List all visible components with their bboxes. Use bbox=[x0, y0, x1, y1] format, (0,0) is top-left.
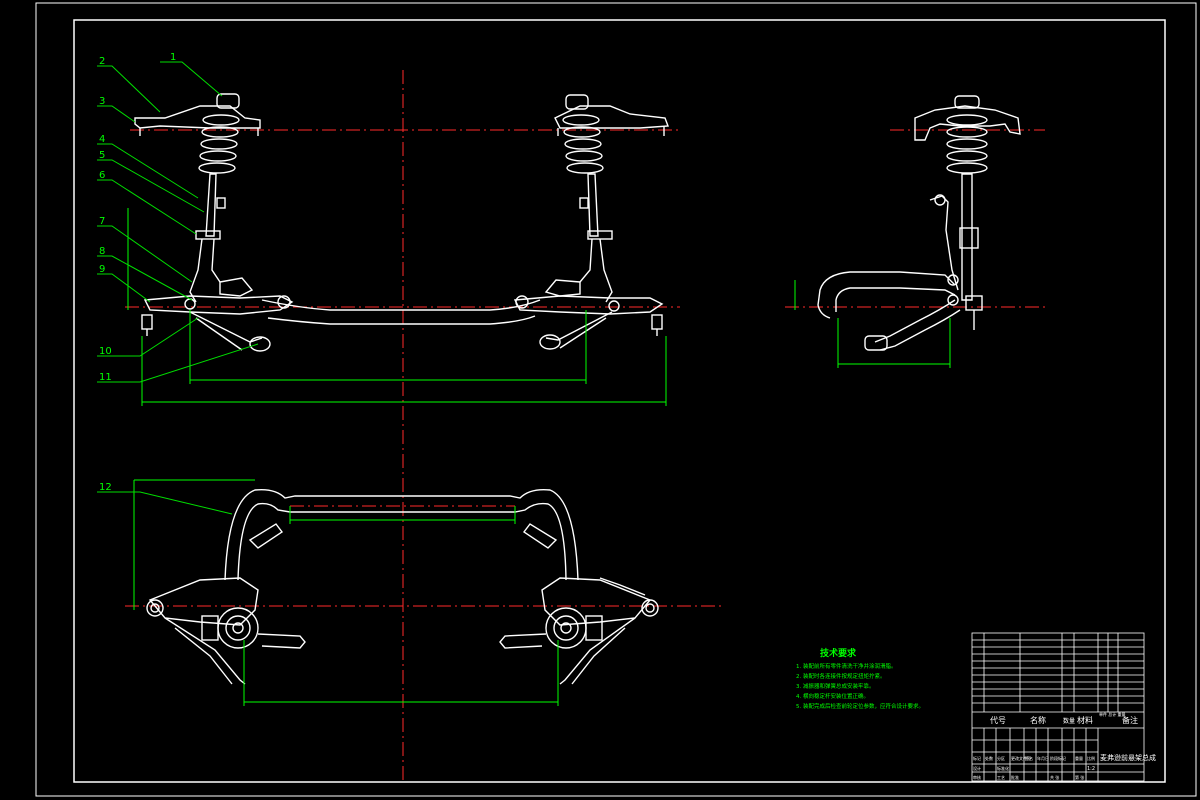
sheet-number: 第 张 bbox=[1075, 774, 1084, 780]
title-block-text: 代号 名称 数量 材料 单件 总计 重量 备注 麦弗逊前悬架总成 标记 处数 分… bbox=[973, 711, 1156, 780]
approval-count: 处数 bbox=[985, 755, 993, 761]
leader-lines bbox=[97, 61, 259, 515]
balloon-12: 12 bbox=[99, 482, 112, 493]
approval-sign: 签名 bbox=[1025, 755, 1033, 761]
approval-mark: 标记 bbox=[973, 755, 981, 761]
sign-design: 设计 bbox=[973, 765, 981, 771]
header-remark: 备注 bbox=[1122, 715, 1138, 725]
balloon-4: 4 bbox=[99, 134, 105, 145]
tech-req-item-3: 3. 减振器和弹簧总成安装牢靠。 bbox=[796, 682, 875, 690]
top-view-suspension bbox=[146, 488, 659, 685]
dimension-lines bbox=[127, 208, 951, 706]
scale-value: 1:2 bbox=[1087, 766, 1095, 772]
sign-process: 工艺 bbox=[997, 775, 1005, 780]
header-qty: 数量 bbox=[1063, 717, 1075, 725]
center-lines bbox=[125, 70, 1045, 780]
balloon-2: 2 bbox=[99, 56, 105, 67]
balloon-11: 11 bbox=[99, 372, 112, 383]
balloon-6: 6 bbox=[99, 170, 105, 181]
stage-scale: 比例 bbox=[1087, 755, 1095, 761]
header-material: 材料 bbox=[1077, 715, 1093, 725]
balloon-7: 7 bbox=[99, 216, 105, 227]
tech-req-item-2: 2. 装配时各连接件按规定扭矩拧紧。 bbox=[796, 672, 886, 680]
header-code: 代号 bbox=[990, 715, 1006, 725]
stage-weight: 重量 bbox=[1075, 755, 1083, 761]
approval-change: 更改文件号 bbox=[1011, 755, 1031, 761]
technical-requirements: 技术要求 1. 装配前所有零件清洗干净并涂润滑脂。 2. 装配时各连接件按规定扭… bbox=[796, 647, 924, 710]
inner-border bbox=[73, 19, 1166, 783]
balloon-1: 1 bbox=[170, 52, 176, 63]
stage-mark: 阶段标记 bbox=[1050, 755, 1066, 761]
tech-req-item-1: 1. 装配前所有零件清洗干净并涂润滑脂。 bbox=[796, 662, 897, 670]
tech-req-title: 技术要求 bbox=[820, 647, 857, 659]
side-view-suspension bbox=[817, 95, 1021, 351]
sign-standard: 标准化 bbox=[997, 765, 1009, 771]
balloon-8: 8 bbox=[99, 246, 105, 257]
sign-approve: 批准 bbox=[1011, 774, 1019, 780]
approval-zone: 分区 bbox=[997, 755, 1005, 761]
header-name: 名称 bbox=[1030, 715, 1046, 725]
tech-req-item-5: 5. 装配完成后检查前轮定位参数，应符合设计要求。 bbox=[796, 702, 924, 710]
tech-req-item-4: 4. 横向稳定杆安装位置正确。 bbox=[796, 692, 869, 700]
drawing-title: 麦弗逊前悬架总成 bbox=[1100, 753, 1156, 762]
part-balloons: 1 2 3 4 5 6 7 8 9 10 11 12 bbox=[99, 52, 176, 493]
title-block bbox=[971, 632, 1145, 782]
sign-review: 审核 bbox=[973, 774, 981, 780]
approval-date: 年月日 bbox=[1037, 755, 1049, 761]
balloon-9: 9 bbox=[99, 264, 105, 275]
sheet-total: 共 张 bbox=[1050, 774, 1059, 780]
header-weight: 单件 总计 重量 bbox=[1099, 711, 1126, 717]
balloon-10: 10 bbox=[99, 346, 112, 357]
balloon-5: 5 bbox=[99, 150, 105, 161]
balloon-3: 3 bbox=[99, 96, 105, 107]
front-view-suspension bbox=[134, 93, 669, 352]
outer-border bbox=[35, 2, 1197, 797]
